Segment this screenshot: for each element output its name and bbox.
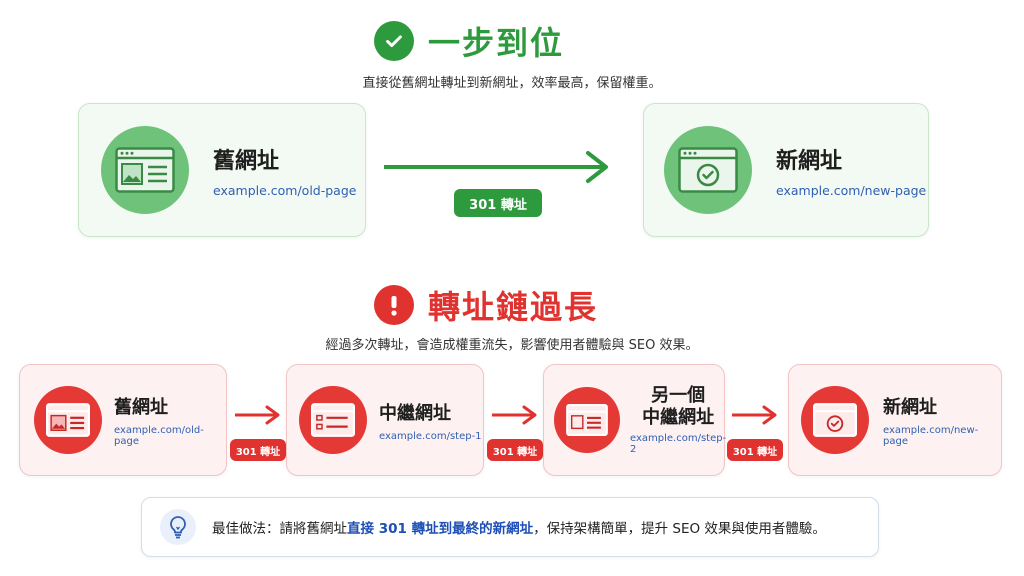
- warning-heading: 轉址鏈過長: [374, 282, 598, 328]
- success-heading: 一步到位: [374, 18, 564, 64]
- page-icon-circle: [101, 126, 189, 214]
- chain-node-step2-title-line1: 另一個: [651, 385, 706, 406]
- tip-text: 最佳做法：請將舊網址直接 301 轉址到最終的新網址，保持架構簡單，提升 SEO…: [212, 517, 826, 537]
- exclamation-circle-icon: [374, 285, 414, 325]
- browser-doc-icon: [566, 404, 608, 436]
- page-icon-circle: [664, 126, 752, 214]
- chain-node-step2: 另一個 中繼網址 example.com/step-2: [543, 364, 727, 476]
- chain-node-old: 舊網址 example.com/old-page: [19, 364, 227, 476]
- chain-node-step2-title-line2: 中繼網址: [642, 407, 715, 428]
- chain-arrow-1: [235, 405, 280, 425]
- new-url-title: 新網址: [776, 148, 843, 174]
- browser-check-icon: [813, 403, 857, 437]
- chain-node-old-title: 舊網址: [114, 397, 168, 418]
- warning-title: 轉址鏈過長: [428, 288, 599, 326]
- warning-subtitle: 經過多次轉址，會造成權重流失，影響使用者體驗與 SEO 效果。: [325, 338, 699, 353]
- chain-node-step1-title: 中繼網址: [379, 402, 451, 424]
- new-url-text: example.com/new-page: [776, 182, 927, 198]
- tip-emphasis: 直接 301 轉址到最終的新網址: [347, 521, 534, 537]
- chain-node-step2-url: example.com/step-2: [630, 433, 727, 455]
- chain-node-old-url: example.com/old-page: [114, 425, 204, 447]
- new-url-card: 新網址 example.com/new-page: [643, 103, 929, 237]
- page-icon-circle: [34, 386, 102, 454]
- chain-badge-2: 301 轉址: [487, 439, 543, 461]
- redirect-badge: 301 轉址: [454, 189, 542, 217]
- lightbulb-icon: [160, 509, 196, 545]
- page-icon-circle: [801, 386, 869, 454]
- chain-badge-1: 301 轉址: [230, 439, 286, 461]
- old-url-text: example.com/old-page: [213, 182, 357, 198]
- browser-list-icon: [311, 403, 355, 437]
- check-circle-icon: [374, 21, 414, 61]
- browser-window-icon: [46, 403, 90, 437]
- old-url-title: 舊網址: [213, 148, 280, 174]
- browser-window-icon: [115, 147, 175, 193]
- tip-suffix: ，保持架構簡單，提升 SEO 效果與使用者體驗。: [533, 521, 826, 537]
- browser-check-icon: [678, 147, 738, 193]
- old-url-card: 舊網址 example.com/old-page: [78, 103, 366, 237]
- chain-node-new: 新網址 example.com/new-page: [788, 364, 1002, 476]
- success-subtitle: 直接從舊網址轉址到新網址，效率最高，保留權重。: [362, 76, 662, 91]
- chain-arrow-3: [732, 405, 777, 425]
- chain-node-new-title: 新網址: [883, 397, 937, 418]
- page-icon-circle: [554, 387, 620, 453]
- chain-node-new-url: example.com/new-page: [883, 425, 979, 447]
- chain-node-step1-url: example.com/step-1: [379, 430, 482, 442]
- chain-arrow-2: [492, 405, 537, 425]
- redirect-arrow: [384, 151, 608, 183]
- best-practice-tip: 最佳做法：請將舊網址直接 301 轉址到最終的新網址，保持架構簡單，提升 SEO…: [141, 497, 879, 557]
- chain-badge-3: 301 轉址: [727, 439, 783, 461]
- success-title: 一步到位: [428, 24, 565, 62]
- page-icon-circle: [299, 386, 367, 454]
- tip-prefix: 最佳做法：請將舊網址: [212, 521, 347, 537]
- chain-node-step1: 中繼網址 example.com/step-1: [286, 364, 484, 476]
